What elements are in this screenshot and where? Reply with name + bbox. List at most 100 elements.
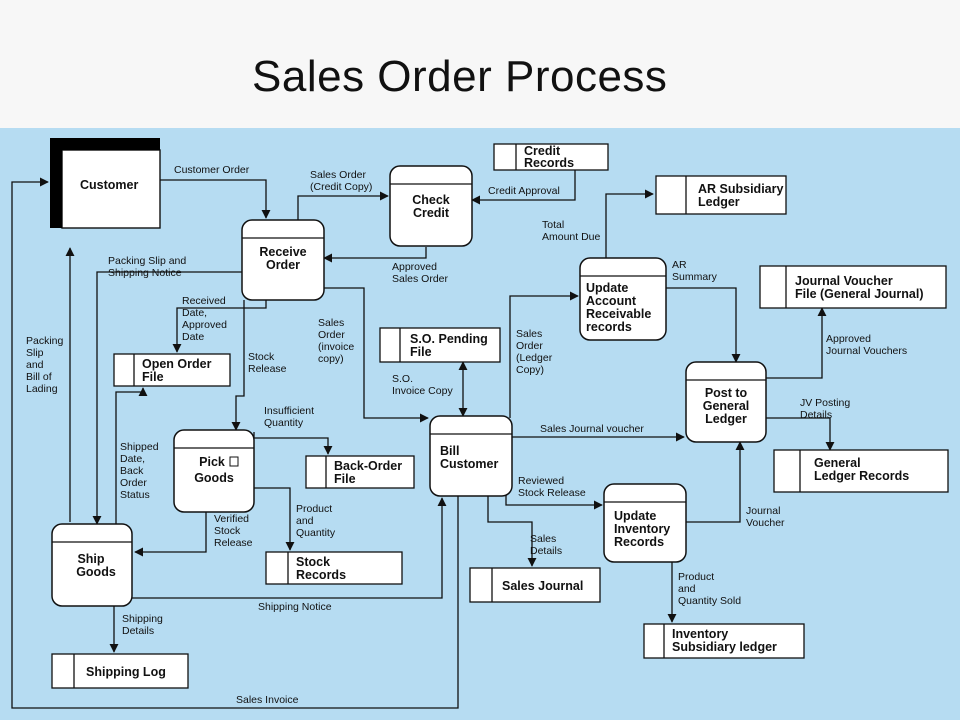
flow-product-quantity [254, 487, 295, 551]
label-sales-order-credit-2: (Credit Copy) [310, 181, 372, 193]
general-ledger-line-2: Ledger Records [814, 469, 909, 483]
bill-customer-line-2: Customer [440, 457, 498, 471]
shipping-log-label: Shipping Log [86, 665, 166, 679]
ar-ledger-line-1: AR Subsidiary [698, 182, 783, 196]
label-packing-slip-bol-1: Packing [26, 335, 64, 347]
label-insufficient-qty-1: Insufficient [264, 405, 314, 417]
flow-shipping-notice [132, 497, 447, 599]
label-sales-order-ledger-2: Order [516, 340, 543, 352]
label-received-date-4: Date [182, 331, 204, 343]
flow-credit-approval [471, 170, 576, 205]
label-reviewed-release-1: Reviewed [518, 475, 564, 487]
label-product-quantity-1: Product [296, 503, 332, 515]
label-ar-summary-1: AR [672, 259, 687, 271]
flow-lines [11, 170, 835, 709]
flow-ar-summary [666, 287, 741, 363]
process-pick-goods: Pick Goods [173, 429, 255, 513]
label-journal-voucher-2: Voucher [746, 517, 785, 529]
label-credit-approval: Credit Approval [488, 185, 560, 197]
process-receive-order: Receive Order [241, 219, 325, 301]
label-approved-sales-order-2: Sales Order [392, 273, 449, 285]
sales-journal-label: Sales Journal [502, 579, 583, 593]
slide-title: Sales Order Process [252, 52, 668, 101]
general-ledger-line-1: General [814, 456, 861, 470]
pick-goods-line-2: Goods [194, 471, 234, 485]
flow-insufficient-qty [253, 432, 333, 455]
store-journal-voucher: Journal Voucher File (General Journal) [759, 265, 947, 309]
label-journal-voucher-1: Journal [746, 505, 780, 517]
label-approved-jv-1: Approved [826, 333, 871, 345]
label-sales-order-invoice-3: (invoice [318, 341, 354, 353]
store-ar-ledger: AR Subsidiary Ledger [655, 175, 787, 215]
flow-shipped-date [115, 387, 148, 524]
label-ar-summary-2: Summary [672, 271, 718, 283]
label-total-amount-due-2: Amount Due [542, 231, 601, 243]
label-product-qty-sold-2: and [678, 583, 696, 595]
journal-voucher-line-1: Journal Voucher [795, 274, 893, 288]
inventory-ledger-line-2: Subsidiary ledger [672, 640, 777, 654]
process-post-gl: Post to General Ledger [685, 361, 767, 443]
label-sales-journal-voucher: Sales Journal voucher [540, 423, 644, 435]
flow-journal-voucher [686, 441, 745, 523]
label-approved-sales-order-1: Approved [392, 261, 437, 273]
label-so-invoice-copy-1: S.O. [392, 373, 413, 385]
store-credit-records: Credit Records [493, 143, 609, 171]
credit-records-line-2: Records [524, 156, 574, 170]
post-gl-line-1: Post to [705, 386, 748, 400]
flow-total-amount-due [605, 189, 654, 258]
label-approved-jv-2: Journal Vouchers [826, 345, 907, 357]
ship-goods-line-1: Ship [77, 552, 104, 566]
flow-sales-order-credit [297, 191, 389, 220]
update-ar-line-1: Update [586, 281, 628, 295]
post-gl-line-2: General [703, 399, 750, 413]
flow-labels: Customer Order Sales Order (Credit Copy)… [26, 164, 907, 706]
label-product-quantity-3: Quantity [296, 527, 336, 539]
so-pending-line-1: S.O. Pending [410, 332, 488, 346]
label-received-date-2: Date, [182, 307, 207, 319]
store-back-order: Back-Order File [305, 455, 415, 489]
open-order-line-2: File [142, 370, 164, 384]
label-product-qty-sold-1: Product [678, 571, 714, 583]
flow-verified-release [134, 512, 207, 557]
label-total-amount-due-1: Total [542, 219, 564, 231]
pick-goods-line-1: Pick [199, 455, 225, 469]
store-sales-journal: Sales Journal [469, 567, 601, 603]
label-packing-slip-notice-1: Packing Slip and [108, 255, 186, 267]
store-so-pending: S.O. Pending File [379, 327, 501, 363]
update-ar-line-4: records [586, 320, 632, 334]
store-inventory-ledger: Inventory Subsidiary ledger [643, 623, 805, 659]
label-shipped-date-3: Back [120, 465, 144, 477]
ship-goods-line-2: Goods [76, 565, 116, 579]
update-inventory-line-2: Inventory [614, 522, 670, 536]
flow-stock-release [231, 300, 245, 431]
label-stock-release-1: Stock [248, 351, 275, 363]
update-inventory-line-3: Records [614, 535, 664, 549]
update-inventory-line-1: Update [614, 509, 656, 523]
back-order-line-2: File [334, 472, 356, 486]
sales-order-dfd: Customer Receive Order Check Credit Pick… [11, 138, 949, 709]
label-shipped-date-1: Shipped [120, 441, 159, 453]
label-shipped-date-5: Status [120, 489, 150, 501]
flow-approved-sales-order [323, 247, 427, 263]
ar-ledger-line-2: Ledger [698, 195, 740, 209]
flow-sales-order-invoice [323, 287, 429, 423]
label-packing-slip-notice-2: Shipping Notice [108, 267, 182, 279]
label-shipping-notice: Shipping Notice [258, 601, 332, 613]
journal-voucher-line-2: File (General Journal) [795, 287, 924, 301]
label-reviewed-release-2: Stock Release [518, 487, 586, 499]
flow-approved-jv [766, 307, 827, 379]
inventory-ledger-line-1: Inventory [672, 627, 728, 641]
label-stock-release-2: Release [248, 363, 287, 375]
label-shipping-details-1: Shipping [122, 613, 163, 625]
label-insufficient-qty-2: Quantity [264, 417, 304, 429]
process-bill-customer: Bill Customer [429, 415, 513, 497]
store-general-ledger: General Ledger Records [773, 449, 949, 493]
process-update-inventory: Update Inventory Records [603, 483, 687, 563]
post-gl-line-3: Ledger [705, 412, 747, 426]
open-order-line-1: Open Order [142, 357, 212, 371]
label-verified-release-2: Stock [214, 525, 241, 537]
store-shipping-log: Shipping Log [51, 653, 189, 689]
label-sales-order-invoice-4: copy) [318, 353, 344, 365]
label-product-qty-sold-3: Quantity Sold [678, 595, 741, 607]
title-band: Sales Order Process [0, 0, 960, 128]
